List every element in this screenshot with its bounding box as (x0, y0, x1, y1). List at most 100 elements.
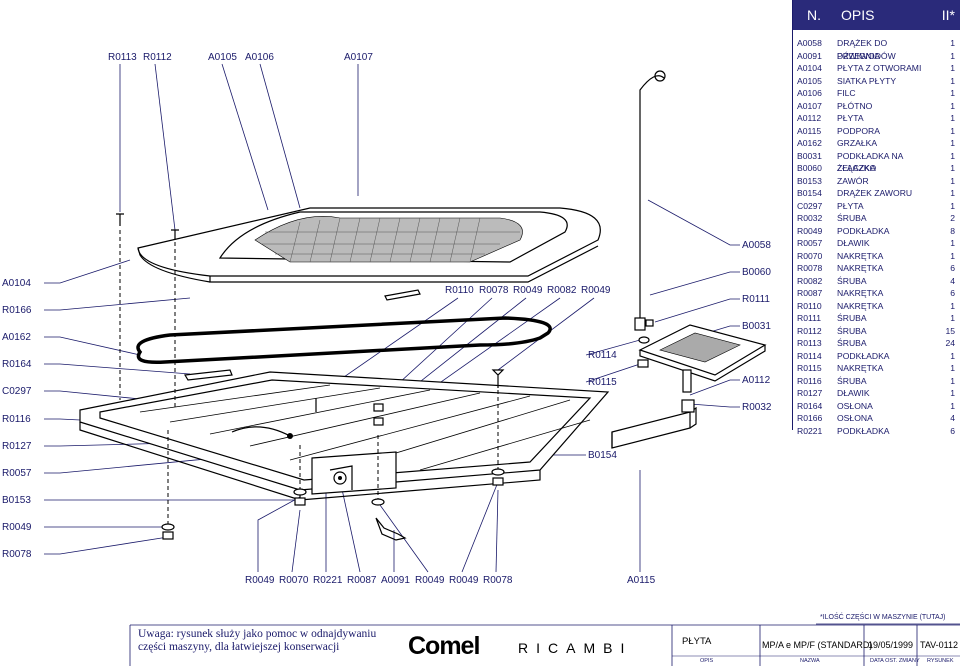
parts-desc: ŚRUBA (837, 213, 867, 223)
callout-r0078-b: R0078 (483, 575, 513, 586)
parts-qty: 1 (950, 88, 955, 98)
nut-b-icon (294, 497, 306, 506)
washer-d-icon (371, 498, 385, 506)
parts-qty: 1 (950, 375, 955, 386)
parts-qty: 1 (950, 363, 955, 373)
header-opis: OPIS (841, 7, 875, 23)
parts-code: A0104 (797, 63, 822, 73)
parts-row: B0154 DRĄŻEK ZAWORU 1 (793, 187, 960, 200)
parts-desc: NAKRĘTKA (837, 263, 884, 273)
parts-qty: 2 (950, 213, 955, 223)
parts-qty: 1 (950, 238, 955, 248)
callout-r0166: R0166 (2, 305, 32, 316)
parts-qty: 1 (950, 75, 955, 86)
callout-r0070: R0070 (279, 575, 309, 586)
comel-logo: Comel (408, 632, 480, 660)
callout-r0049-mid2: R0049 (581, 285, 611, 296)
heating-element-a0162 (136, 316, 552, 365)
parts-table-header: N. OPIS II* (793, 0, 960, 30)
callout-r0049-b3: R0049 (449, 575, 479, 586)
callout-r0049-mid: R0049 (513, 285, 543, 296)
cover-r0166 (384, 289, 421, 301)
parts-desc: DRĄŻEK ZAWORU (837, 188, 913, 198)
callout-r0111: R0111 (742, 294, 770, 305)
parts-desc: PODKŁADKA (837, 225, 890, 236)
parts-qty: 4 (950, 275, 955, 286)
parts-qty: 6 (950, 263, 955, 273)
model-value: MP/A e MP/F (STANDARD) (762, 640, 873, 650)
parts-qty: 1 (950, 63, 955, 73)
support-a0115 (611, 399, 697, 449)
lever-a0091 (375, 517, 407, 541)
parts-code: R0082 (797, 275, 823, 286)
parts-desc: SIATKA PŁYTY (837, 75, 897, 86)
callout-r0110: R0110 (445, 285, 474, 296)
parts-desc: ŚRUBA (837, 325, 867, 336)
parts-code: R0115 (797, 363, 822, 373)
parts-qty: 1 (950, 125, 955, 136)
callout-r0115: R0115 (588, 377, 617, 388)
iron-rest-b0031 (638, 324, 767, 393)
callout-r0127: R0127 (2, 441, 32, 452)
callout-r0082: R0082 (547, 285, 577, 296)
parts-desc: PODKŁADKA (837, 425, 890, 436)
parts-code: B0154 (797, 188, 822, 198)
parts-code: C0297 (797, 200, 823, 211)
parts-desc: NAKRĘTKA (837, 300, 884, 311)
parts-qty: 1 (950, 350, 955, 361)
callout-r0114: R0114 (588, 350, 617, 361)
parts-desc: PODKŁADKA (837, 350, 890, 361)
drawing-value: TAV-0112 (920, 640, 959, 650)
parts-desc: ŚRUBA (837, 338, 867, 348)
parts-qty: 1 (950, 163, 955, 173)
callout-a0104: A0104 (2, 278, 31, 289)
date-caption: DATA OST. ZMIANY (870, 658, 920, 664)
warning-text: Uwaga: rysunek służy jako pomoc w odnajd… (138, 628, 376, 654)
parts-qty: 1 (950, 400, 955, 411)
callout-r0078: R0078 (2, 549, 32, 560)
screw-r0113-icon (116, 213, 124, 226)
callout-a0107: A0107 (344, 52, 373, 63)
callout-c0297: C0297 (2, 386, 32, 397)
header-qty: II* (941, 7, 955, 23)
parts-desc: NAKRĘTKA (837, 363, 884, 373)
bolt-mid-icon (315, 398, 384, 426)
callout-r0164: R0164 (2, 359, 32, 370)
callout-a0091: A0091 (381, 575, 410, 586)
parts-code: R0032 (797, 213, 823, 223)
drawing-caption: RYSUNEK (927, 658, 954, 664)
model-caption: NAZWA (800, 658, 820, 664)
parts-desc: DŁAWIK (837, 388, 870, 398)
parts-desc: OSŁONA (837, 400, 873, 411)
opis-caption: OPIS (700, 658, 714, 664)
parts-qty: 1 (950, 188, 955, 198)
callout-b0060: B0060 (742, 267, 771, 278)
parts-code: R0049 (797, 225, 823, 236)
parts-code: B0153 (797, 175, 822, 186)
rod-a0058 (639, 70, 666, 330)
parts-code: B0031 (797, 150, 822, 161)
date-value: 19/05/1999 (868, 640, 914, 650)
parts-desc: ŚRUBA (837, 275, 867, 286)
parts-qty: 1 (950, 200, 955, 211)
parts-code: R0070 (797, 250, 823, 261)
parts-qty: 4 (950, 413, 955, 423)
callout-r0113: R0113 (108, 52, 137, 63)
parts-qty: 1 (950, 250, 955, 261)
parts-code: A0091 (797, 50, 822, 61)
parts-desc: GRZAŁKA (837, 138, 878, 148)
